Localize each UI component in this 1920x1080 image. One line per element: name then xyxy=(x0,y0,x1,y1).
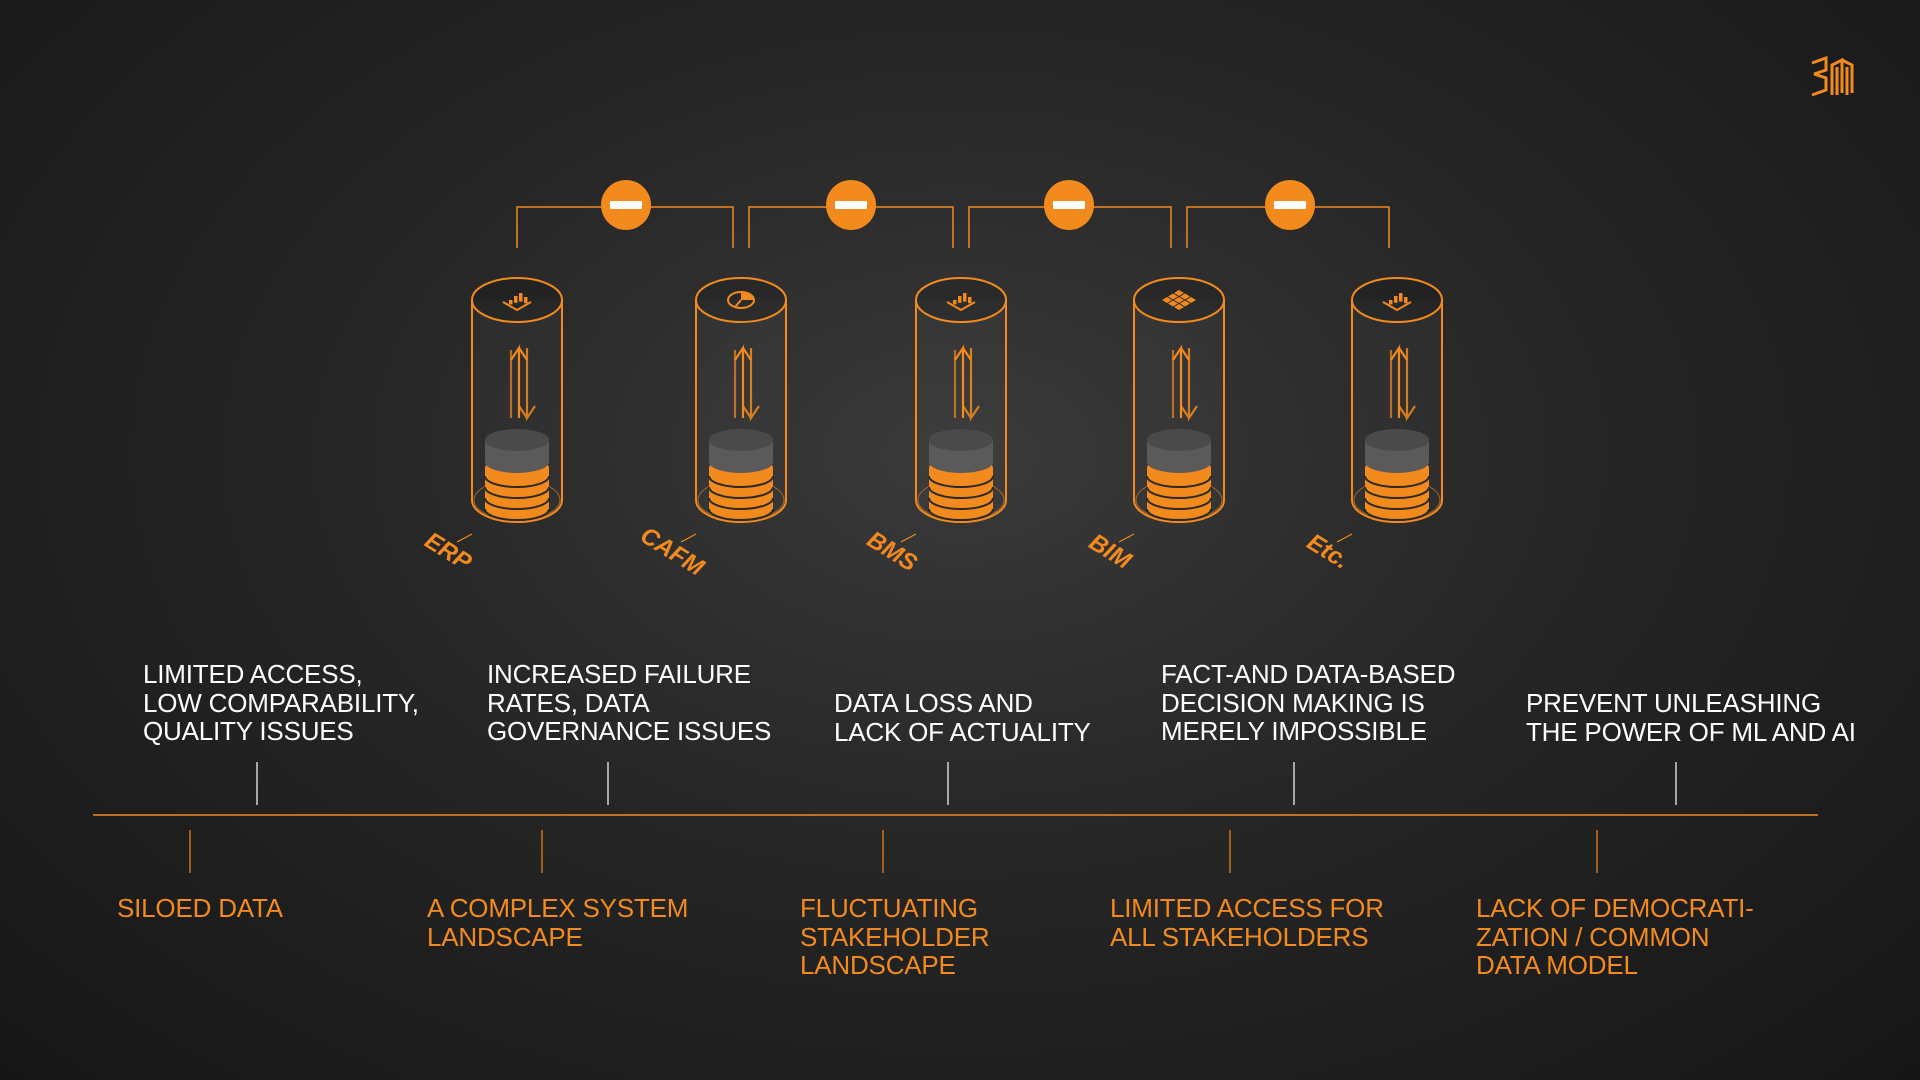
database-icon xyxy=(928,429,994,521)
minus-icon xyxy=(1265,180,1315,230)
cause-text: SILOED DATA xyxy=(117,893,283,923)
building-blocks-icon xyxy=(1162,290,1196,310)
separation-bracket xyxy=(968,180,1172,248)
minus-icon xyxy=(1044,180,1094,230)
system-cylinder-cafm xyxy=(680,277,787,543)
minus-icon xyxy=(601,180,651,230)
database-icon xyxy=(1364,429,1430,521)
consequence-text: DATA LOSS AND LACK OF ACTUALITY xyxy=(834,688,1091,747)
system-cylinder-bms xyxy=(900,277,1007,543)
minus-icon xyxy=(826,180,876,230)
cause-text: LIMITED ACCESS FOR ALL STAKEHOLDERS xyxy=(1110,893,1384,952)
pie-chart-icon xyxy=(727,291,755,309)
chart-icon xyxy=(946,293,976,312)
cause-text: LACK OF DEMOCRATI- ZATION / COMMON DATA … xyxy=(1476,893,1754,980)
sync-arrows-icon xyxy=(953,344,980,422)
system-label: BIM xyxy=(1084,529,1136,576)
sync-arrows-icon xyxy=(733,344,760,422)
consequence-text: PREVENT UNLEASHING THE POWER OF ML AND A… xyxy=(1526,688,1856,747)
system-label: BMS xyxy=(862,526,922,577)
company-logo-icon xyxy=(1811,55,1854,97)
cause-text: A COMPLEX SYSTEM LANDSCAPE xyxy=(427,893,689,952)
separation-bracket xyxy=(748,180,954,248)
consequence-text: INCREASED FAILURE RATES, DATA GOVERNANCE… xyxy=(487,659,772,746)
consequence-text: FACT-AND DATA-BASED DECISION MAKING IS M… xyxy=(1161,659,1456,746)
consequence-text: LIMITED ACCESS, LOW COMPARABILITY, QUALI… xyxy=(143,659,419,746)
system-label: Etc. xyxy=(1302,529,1354,575)
separation-bracket xyxy=(1186,180,1390,248)
chart-icon xyxy=(1382,293,1412,312)
database-icon xyxy=(708,429,774,521)
database-icon xyxy=(484,429,550,521)
label-leader-line xyxy=(456,533,473,543)
label-leader-line xyxy=(1336,533,1353,543)
system-cylinder-etc xyxy=(1336,277,1443,543)
system-cylinder-erp xyxy=(456,277,563,543)
cause-text: FLUCTUATING STAKEHOLDER LANDSCAPE xyxy=(800,893,990,980)
sync-arrows-icon xyxy=(1389,344,1416,422)
separation-bracket xyxy=(516,180,734,248)
system-cylinder-bim xyxy=(1118,277,1225,543)
chart-icon xyxy=(502,293,532,312)
system-label: CAFM xyxy=(635,522,709,582)
label-leader-line xyxy=(680,533,697,543)
label-leader-line xyxy=(900,533,917,543)
system-label: ERP xyxy=(420,527,477,577)
label-leader-line xyxy=(1118,533,1135,543)
database-icon xyxy=(1146,429,1212,521)
sync-arrows-icon xyxy=(509,344,536,422)
sync-arrows-icon xyxy=(1171,344,1198,422)
